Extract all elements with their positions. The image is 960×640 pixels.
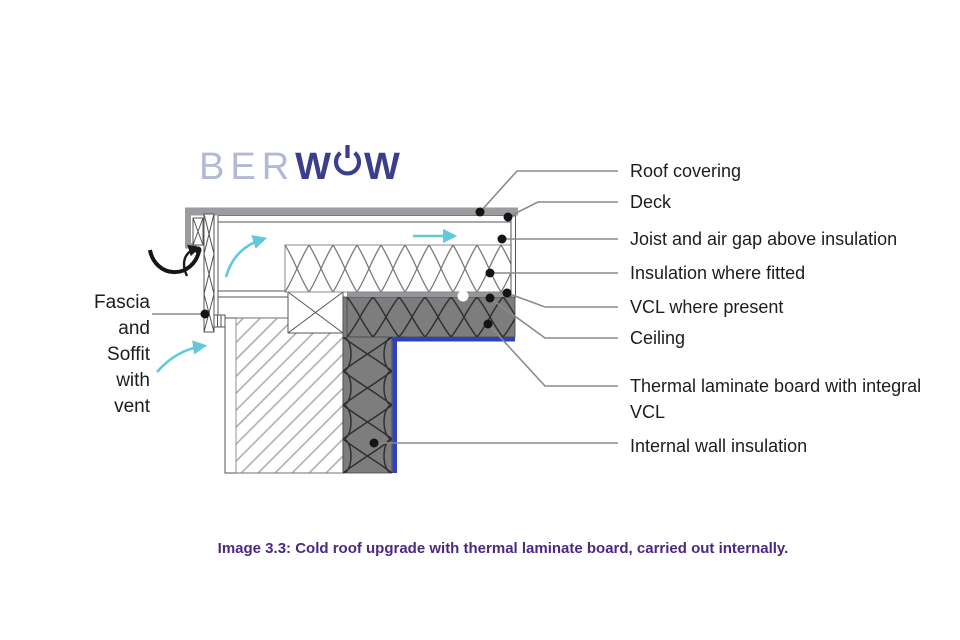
drip-arrow	[182, 244, 201, 277]
deck-layer	[217, 215, 512, 223]
callout-roof-covering: Roof covering	[630, 161, 742, 181]
callout-joist-air-gap: Joist and air gap above insulation	[630, 229, 898, 249]
airflow-arrow-soffit	[156, 340, 208, 373]
logo-text-bold-left: W	[295, 146, 332, 188]
fascia-line-1: Fascia	[94, 292, 150, 313]
structure-right-edge	[510, 215, 516, 298]
leader-lines	[152, 170, 618, 444]
callout-dots	[200, 207, 513, 448]
leader-vcl	[506, 292, 618, 308]
insulation-layer	[284, 244, 516, 293]
leader-roof-covering	[479, 170, 618, 213]
leader-deck	[507, 201, 618, 218]
integral-vcl-layer	[392, 337, 515, 473]
image-caption: Image 3.3: Cold roof upgrade with therma…	[217, 540, 789, 557]
airflow-arrow-eaves	[224, 235, 268, 278]
callout-thermal-laminate: Thermal laminate board with integral VCL	[630, 376, 922, 422]
leader-ceiling	[489, 297, 618, 339]
logo-text-bold-right: W	[364, 146, 400, 188]
roof-covering-layer	[185, 207, 518, 249]
callout-deck: Deck	[630, 192, 672, 212]
callout-internal-wall-insulation: Internal wall insulation	[630, 436, 808, 456]
callout-vcl: VCL where present	[630, 297, 784, 317]
airflow-arrows	[156, 228, 458, 373]
power-icon	[332, 143, 363, 184]
leader-thermal-laminate	[487, 323, 618, 387]
thermal-laminate-board-layer	[346, 296, 516, 338]
fascia-line-2: and	[118, 318, 150, 339]
fascia-line-5: vent	[114, 396, 150, 417]
joist-timber-block	[287, 291, 344, 334]
masonry-wall	[224, 317, 344, 474]
berwow-logo: BER W W	[199, 144, 400, 186]
logo-text-light: BER	[199, 146, 296, 188]
callout-ceiling: Ceiling	[630, 328, 686, 348]
vcl-white-dot	[457, 290, 469, 302]
soffit-vent	[213, 314, 226, 328]
callout-insulation: Insulation where fitted	[630, 263, 806, 283]
fascia-line-3: Soffit	[107, 344, 150, 365]
callout-fascia-soffit-vent: Fascia and Soffit with vent	[40, 290, 150, 420]
fascia-line-4: with	[116, 370, 150, 391]
